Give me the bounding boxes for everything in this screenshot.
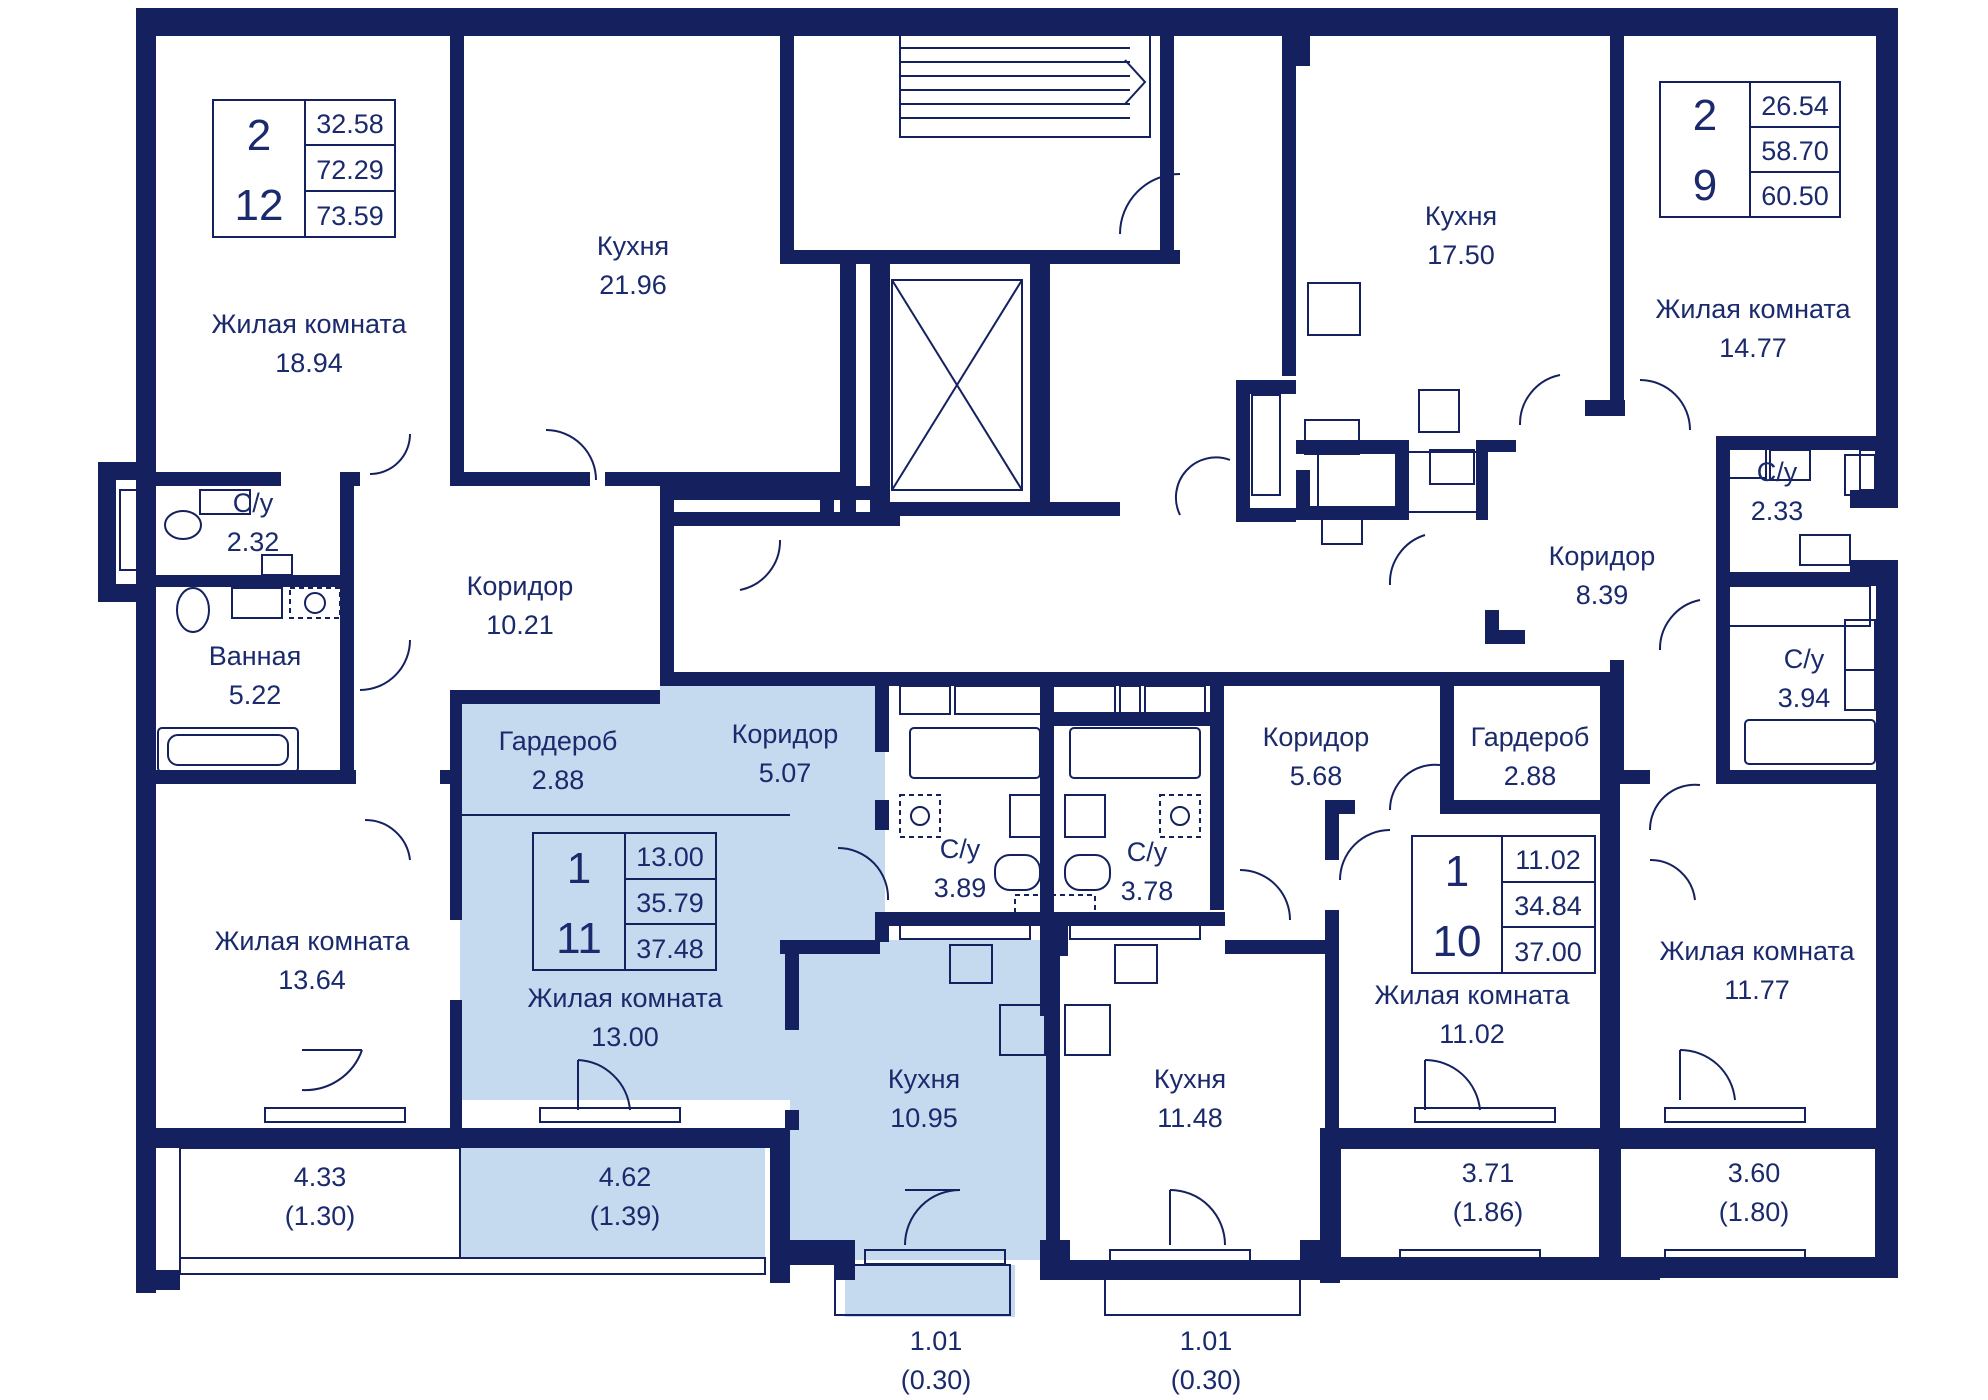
- fixtures: [119, 282, 1877, 1056]
- badge-living-area: 26.54: [1761, 91, 1829, 121]
- room-name: Коридор: [732, 719, 839, 749]
- badge-number: 12: [235, 181, 284, 230]
- room-area: 10.21: [486, 610, 554, 640]
- balcony-labels: 4.33 (1.30) 4.62 (1.39) 1.01 (0.30) 1.01…: [285, 1158, 1790, 1395]
- badge-total-with-balcony: 37.00: [1514, 937, 1582, 967]
- room-name: Гардероб: [1471, 722, 1590, 752]
- room-area: 3.94: [1778, 683, 1831, 713]
- room-area: 3.89: [934, 873, 987, 903]
- room-area: 17.50: [1427, 240, 1495, 270]
- badge-total-area: 58.70: [1761, 136, 1829, 166]
- room-name: Кухня: [1154, 1064, 1226, 1094]
- badge-number: 10: [1433, 917, 1482, 966]
- badge-rooms: 1: [567, 844, 591, 893]
- room-area: 2.88: [1504, 761, 1557, 791]
- apartment-badge-9: 2 9 26.54 58.70 60.50: [1659, 81, 1841, 218]
- room-area: 2.33: [1751, 496, 1804, 526]
- room-name: С/у: [1757, 457, 1798, 487]
- room-name: С/у: [1784, 644, 1825, 674]
- badge-rooms: 2: [247, 111, 271, 160]
- room-name: С/у: [940, 834, 981, 864]
- balconies: [179, 1147, 1877, 1316]
- badge-living-area: 32.58: [316, 109, 384, 139]
- room-name: Жилая комната: [1659, 936, 1855, 966]
- badge-total-area: 72.29: [316, 155, 384, 185]
- badge-total-area: 34.84: [1514, 891, 1582, 921]
- room-area: 2.88: [532, 765, 585, 795]
- room-name: Жилая комната: [1655, 294, 1851, 324]
- room-area: 3.78: [1121, 876, 1174, 906]
- room-area: 21.96: [599, 270, 667, 300]
- room-name: Жилая комната: [214, 926, 410, 956]
- room-area: 5.07: [759, 758, 812, 788]
- room-area: 11.48: [1157, 1103, 1223, 1133]
- room-area: 5.22: [229, 680, 282, 710]
- apartment-badge-11: 1 11 13.00 35.79 37.48: [532, 832, 717, 971]
- apartment-badge-10: 1 10 11.02 34.84 37.00: [1411, 835, 1596, 974]
- doors: [301, 173, 1736, 1246]
- balcony-area: 1.01: [1180, 1326, 1233, 1356]
- room-name: Кухня: [597, 231, 669, 261]
- badge-living-area: 13.00: [636, 842, 704, 872]
- room-area: 18.94: [275, 348, 343, 378]
- apartment-badge-12: 2 12 32.58 72.29 73.59: [212, 99, 396, 238]
- balcony-reduced-area: (0.30): [901, 1365, 972, 1395]
- badge-rooms: 2: [1693, 91, 1717, 140]
- balcony-area: 4.33: [294, 1162, 347, 1192]
- room-name: Коридор: [1263, 722, 1370, 752]
- room-name: Жилая комната: [1374, 980, 1570, 1010]
- room-area: 13.64: [278, 965, 346, 995]
- balcony-area: 3.71: [1462, 1158, 1515, 1188]
- badge-total-with-balcony: 60.50: [1761, 181, 1829, 211]
- room-area: 10.95: [890, 1103, 958, 1133]
- room-name: Жилая комната: [211, 309, 407, 339]
- badge-total-with-balcony: 37.48: [636, 934, 704, 964]
- badge-total-with-balcony: 73.59: [316, 201, 384, 231]
- room-labels: Жилая комната 18.94 Кухня 21.96 Кухня 17…: [209, 201, 1856, 1133]
- staircase: [899, 31, 1151, 138]
- room-name: Гардероб: [499, 726, 618, 756]
- balcony-reduced-area: (1.39): [590, 1201, 661, 1231]
- balcony-area: 3.60: [1728, 1158, 1781, 1188]
- room-name: С/у: [1127, 837, 1168, 867]
- room-area: 8.39: [1576, 580, 1629, 610]
- room-name: Ванная: [209, 641, 301, 671]
- room-name: Коридор: [467, 571, 574, 601]
- room-area: 5.68: [1290, 761, 1343, 791]
- balcony-reduced-area: (1.86): [1453, 1197, 1524, 1227]
- room-area: 13.00: [591, 1022, 659, 1052]
- room-area: 14.77: [1719, 333, 1787, 363]
- balcony-reduced-area: (1.30): [285, 1201, 356, 1231]
- room-name: Коридор: [1549, 541, 1656, 571]
- balcony-reduced-area: (0.30): [1171, 1365, 1242, 1395]
- room-name: Жилая комната: [527, 983, 723, 1013]
- room-area: 11.77: [1724, 975, 1790, 1005]
- balcony-area: 1.01: [910, 1326, 963, 1356]
- elevator-shaft: [891, 279, 1023, 491]
- badge-number: 11: [556, 914, 602, 963]
- badge-living-area: 11.02: [1515, 845, 1581, 875]
- room-name: Кухня: [888, 1064, 960, 1094]
- balcony-area: 4.62: [599, 1162, 652, 1192]
- balcony-reduced-area: (1.80): [1719, 1197, 1790, 1227]
- badge-number: 9: [1693, 161, 1717, 210]
- room-area: 11.02: [1439, 1019, 1505, 1049]
- room-area: 2.32: [227, 527, 280, 557]
- badge-total-area: 35.79: [636, 888, 704, 918]
- thin-lines: [460, 394, 1871, 816]
- room-name: С/у: [233, 488, 274, 518]
- badge-rooms: 1: [1445, 847, 1469, 896]
- room-name: Кухня: [1425, 201, 1497, 231]
